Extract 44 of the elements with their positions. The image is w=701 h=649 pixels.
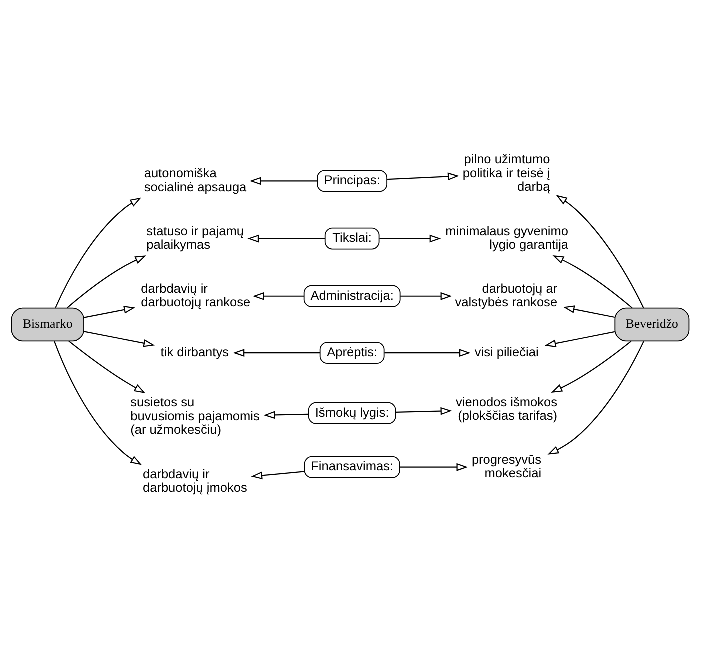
node-box: Aprėptis: — [320, 342, 385, 364]
node-text: autonomiška socialinė apsauga — [144, 166, 247, 194]
arrow — [233, 349, 320, 358]
node-text: progresyvūs mokesčiai — [472, 452, 542, 481]
node-text: statuso ir pajamų palaikymas — [146, 223, 244, 252]
node-text: tik dirbantys — [160, 344, 230, 360]
arrow — [55, 198, 142, 308]
arrow — [552, 255, 633, 309]
arrow — [400, 292, 452, 300]
node-text: susietos su buvusiomis pajamomis (ar užmokesčiu) — [130, 394, 260, 438]
node-box: Finansavimas: — [304, 456, 400, 478]
node-text: darbuotojų ar valstybės rankose — [455, 280, 558, 310]
node-box: Bismarko — [11, 308, 84, 342]
node-text: darbdavių ir darbuotojų įmokos — [142, 466, 248, 496]
arrow — [563, 306, 616, 318]
arrow — [384, 349, 471, 358]
arrow — [251, 471, 305, 480]
node-box: Principas: — [317, 170, 388, 192]
node-text: minimalaus gyvenimo lygio garantija — [446, 223, 569, 252]
arrow — [556, 195, 644, 308]
node-box: Administracija: — [304, 285, 401, 308]
arrow — [548, 341, 644, 455]
arrow — [68, 340, 146, 394]
node-text: vienodos išmokos (plokščias tarifas) — [456, 394, 558, 423]
arrow — [84, 331, 156, 348]
arrow — [551, 341, 632, 393]
node-text: darbdavių ir darbuotojų rankose — [141, 280, 251, 310]
arrow — [248, 234, 326, 243]
arrow — [400, 463, 468, 472]
arrow — [252, 292, 304, 300]
node-box: Tikslai: — [324, 228, 380, 250]
arrow — [387, 172, 460, 181]
arrow — [264, 411, 309, 420]
node-box: Beveridžo — [614, 308, 690, 342]
node-text: visi piliečiai — [474, 344, 539, 360]
arrow — [396, 407, 452, 416]
arrow — [250, 177, 318, 186]
arrow — [67, 256, 147, 308]
arrow — [54, 341, 142, 466]
arrow — [544, 331, 616, 348]
arrow — [84, 306, 136, 318]
node-box: Išmokų lygis: — [308, 402, 396, 424]
arrow — [380, 234, 442, 243]
node-text: pilno užimtumo politika ir teisė į darbą — [462, 152, 550, 194]
